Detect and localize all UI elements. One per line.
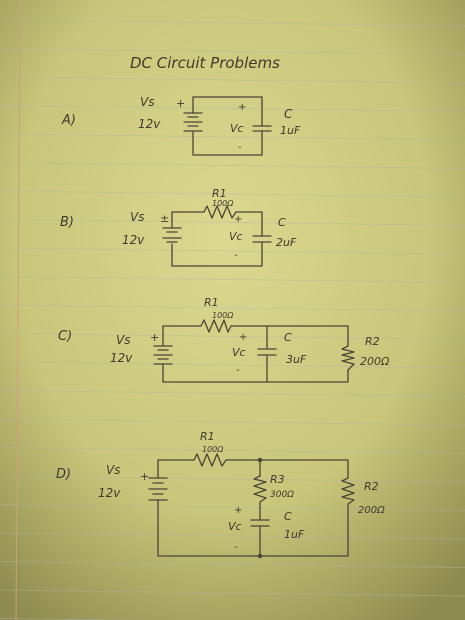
problem-c-cap-value: 3uF [286,353,307,366]
problem-d-wires [157,459,349,557]
problem-c-r2-value: 200Ω [360,355,390,368]
ruled-line [0,589,465,597]
ruled-line [0,390,465,397]
problem-a-battery [183,112,203,132]
problem-d-r3-value: 300Ω [270,490,294,500]
problem-d-r1-value: 100Ω [202,445,224,454]
problem-d-r2 [341,477,355,505]
problem-a-cap-name: C [284,107,293,121]
problem-b-cap-minus: - [234,250,238,261]
problem-d-r1 [193,453,227,467]
ruled-line [0,247,465,255]
problem-d-cap-voltage: Vc [228,520,242,533]
problem-d-bottom-node [257,553,263,559]
problem-c-cap-plus: + [239,332,247,343]
ruled-line [0,475,465,483]
problem-c-r2-name: R2 [365,335,380,348]
problem-c-cap-minus: - [236,365,240,376]
problem-b-r1-value: 100Ω [212,199,234,208]
problem-d-source-value: 12v [98,486,121,500]
problem-a-source-value: 12v [138,117,161,131]
problem-b-label: B) [60,215,74,230]
problem-a-wires [192,96,263,156]
ruled-line [0,76,465,84]
ruled-line [0,504,465,511]
page-title: DC Circuit Problems [130,54,280,72]
problem-b-cap-name: C [278,216,286,229]
problem-c-battery [153,345,173,365]
problem-c-cap-voltage: Vc [232,346,246,359]
problem-c-r2 [341,345,355,371]
problem-d-capacitor [250,519,270,527]
problem-b-cap-value: 2uF [276,236,297,249]
ruled-line [0,561,465,568]
problem-d-source-polarity: + [140,470,149,483]
problem-a-cap-voltage: Vc [230,122,244,135]
ruled-line [0,219,465,226]
problem-d-r3-name: R3 [270,473,285,486]
problem-c-source-polarity: + [150,331,159,344]
problem-a-label: A) [61,113,76,128]
problem-c-label: C) [58,329,72,344]
ruled-line [0,447,465,454]
problem-b-r1 [203,205,237,219]
problem-d-r3 [253,475,267,503]
problem-d-cap-value: 1uF [284,528,305,541]
problem-d-cap-minus: - [234,542,238,553]
problem-d-cap-name: C [284,510,292,523]
problem-b-r1-name: R1 [212,187,227,200]
problem-d-battery [148,477,168,501]
problem-d: D) Vs 12v + R1 100Ω R3 300Ω + Vc - C 1uF… [56,430,385,559]
problem-b-source-value: 12v [122,233,145,247]
problem-b-source-name: Vs [130,210,144,224]
problem-d-cap-plus: + [234,505,242,516]
ruled-line [0,361,465,369]
problem-a-cap-minus: - [238,142,242,153]
margin-line [15,0,21,620]
ruled-line [0,532,465,540]
ruled-line [0,133,465,141]
problem-a: A) Vs 12v + + Vc - C 1uF [61,95,301,156]
problem-c-cap-name: C [284,331,292,344]
problem-b-wires [171,211,263,267]
problem-c-source-name: Vs [116,333,130,347]
problem-c-wires [162,325,349,383]
ruled-line [0,276,465,283]
problem-c: C) Vs 12v + R1 100Ω + Vc - C 3uF R2 200Ω [58,296,390,383]
problem-b-capacitor [252,235,272,243]
ruled-line [0,304,465,312]
ruled-line [0,333,465,340]
problem-a-source-polarity: + [176,97,185,110]
ruled-line [0,190,465,198]
problem-d-top-node [257,457,263,463]
problem-c-capacitor [257,348,277,356]
problem-c-r1 [200,319,232,333]
ruled-line [0,48,465,55]
problem-b-cap-voltage: Vc [229,230,243,243]
problem-b-source-polarity: ± [160,212,169,225]
problem-d-r2-name: R2 [364,480,379,493]
ruled-lines [0,19,465,620]
problem-a-cap-plus: + [238,102,246,113]
problem-d-r1-name: R1 [200,430,215,443]
problem-d-source-name: Vs [106,463,120,477]
ruled-line [0,105,465,112]
problem-c-r1-name: R1 [204,296,219,309]
problem-c-r1-value: 100Ω [212,311,234,320]
problem-b: B) Vs 12v ± R1 100Ω + Vc - C 2uF [60,187,297,267]
problem-d-r2-value: 200Ω [358,505,385,516]
problem-a-cap-value: 1uF [280,124,301,137]
problem-b-cap-plus: + [234,214,242,225]
ruled-line [0,19,465,27]
ruled-line [0,162,465,169]
problem-a-capacitor [252,125,272,132]
problem-a-source-name: Vs [140,95,154,109]
problem-b-battery [162,227,182,243]
ruled-line [0,418,465,426]
problem-c-source-value: 12v [110,351,133,365]
problem-d-label: D) [56,467,71,482]
